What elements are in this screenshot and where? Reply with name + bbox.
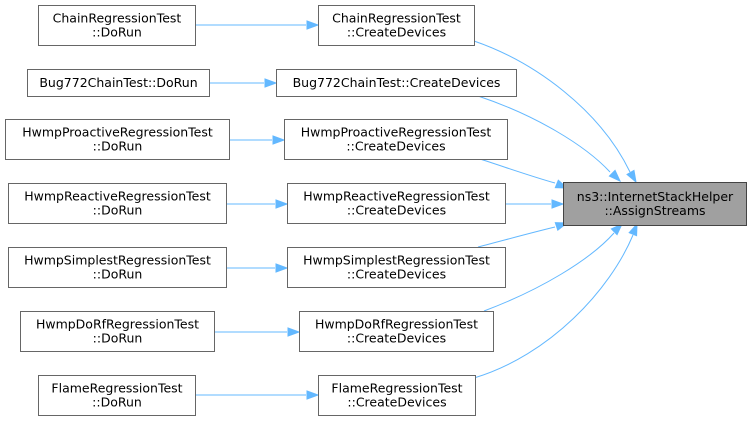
node-label-line: ::CreateDevices (347, 331, 446, 346)
node-label-line: ::CreateDevices (347, 25, 446, 40)
node-label-line: HwmpReactiveRegressionTest (24, 189, 211, 204)
edge-line (473, 234, 634, 379)
edge-chain_cd-to-target (473, 40, 637, 184)
node-label-line: ::CreateDevices (346, 139, 445, 154)
node-proactive_cd[interactable]: HwmpProactiveRegressionTest::CreateDevic… (284, 119, 508, 160)
node-label-line: HwmpSimplestRegressionTest (24, 253, 211, 268)
node-box[interactable] (563, 182, 747, 226)
node-box[interactable] (38, 5, 196, 46)
node-label-line: Bug772ChainTest::DoRun (39, 75, 197, 90)
node-label-line: ::DoRun (93, 267, 143, 282)
node-label-line: HwmpReactiveRegressionTest (303, 189, 490, 204)
node-box[interactable] (318, 375, 476, 416)
node-label-line: ns3::InternetStackHelper (577, 189, 734, 204)
node-box[interactable] (287, 183, 506, 224)
edge-dorf_cd-to-target (483, 222, 624, 312)
node-reactive_cd[interactable]: HwmpReactiveRegressionTest::CreateDevice… (287, 183, 506, 224)
edges-layer (195, 20, 638, 400)
edge-line (479, 158, 556, 184)
arrowhead-icon (306, 390, 320, 400)
node-label-line: ::DoRun (93, 139, 143, 154)
node-label-line: FlameRegressionTest (51, 381, 182, 396)
edge-flame_cd-to-target (473, 222, 638, 379)
node-proactive_run[interactable]: HwmpProactiveRegressionTest::DoRun (5, 119, 230, 160)
arrowhead-icon (608, 169, 622, 183)
node-dorf_run[interactable]: HwmpDoRfRegressionTest::DoRun (20, 311, 215, 352)
node-label-line: ::DoRun (93, 203, 143, 218)
node-label-line: ::DoRun (92, 395, 142, 410)
edge-line (477, 226, 556, 248)
edge-reactive_run-to-reactive_cd (226, 199, 289, 209)
nodes-layer: ns3::InternetStackHelper::AssignStreams C… (5, 5, 747, 416)
node-label-line: FlameRegressionTest (331, 381, 462, 396)
node-simplest_run[interactable]: HwmpSimplestRegressionTest::DoRun (8, 247, 227, 288)
node-label-line: ChainRegressionTest (332, 11, 461, 26)
node-label-line: ChainRegressionTest (53, 11, 182, 26)
node-label-line: HwmpProactiveRegressionTest (22, 125, 213, 140)
node-box[interactable] (38, 375, 196, 416)
arrowhead-icon (626, 169, 637, 184)
node-dorf_cd[interactable]: HwmpDoRfRegressionTest::CreateDevices (299, 311, 494, 352)
edge-line (473, 40, 631, 173)
arrowhead-icon (610, 222, 624, 236)
node-bug772_run[interactable]: Bug772ChainTest::DoRun (27, 69, 210, 97)
node-label-line: ::DoRun (92, 25, 142, 40)
node-target[interactable]: ns3::InternetStackHelper::AssignStreams (563, 182, 747, 226)
arrowhead-icon (628, 222, 638, 237)
edge-line (483, 232, 615, 312)
node-label-line: HwmpProactiveRegressionTest (301, 125, 492, 140)
node-label-line: ::AssignStreams (604, 203, 705, 218)
node-box[interactable] (5, 119, 230, 160)
node-box[interactable] (284, 119, 508, 160)
node-box[interactable] (299, 311, 494, 352)
edge-bug772_run-to-bug772_cd (209, 78, 278, 88)
edge-simplest_cd-to-target (477, 222, 569, 248)
node-chain_run[interactable]: ChainRegressionTest::DoRun (38, 5, 196, 46)
node-box[interactable] (287, 247, 506, 288)
node-label-line: Bug772ChainTest::CreateDevices (293, 75, 501, 90)
node-box[interactable] (276, 69, 517, 97)
node-reactive_run[interactable]: HwmpReactiveRegressionTest::DoRun (8, 183, 227, 224)
edge-dorf_run-to-dorf_cd (214, 327, 301, 337)
arrowhead-icon (287, 327, 301, 337)
node-box[interactable] (8, 183, 227, 224)
arrowhead-icon (275, 263, 289, 273)
node-label-line: ::DoRun (93, 331, 143, 346)
node-flame_run[interactable]: FlameRegressionTest::DoRun (38, 375, 196, 416)
edge-bug772_cd-to-target (477, 95, 622, 183)
node-label-line: HwmpDoRfRegressionTest (36, 317, 199, 332)
node-box[interactable] (20, 311, 215, 352)
node-box[interactable] (27, 69, 210, 97)
node-box[interactable] (8, 247, 227, 288)
arrowhead-icon (272, 135, 286, 145)
node-box[interactable] (318, 5, 475, 46)
node-label-line: ::CreateDevices (347, 203, 446, 218)
node-label-line: HwmpDoRfRegressionTest (315, 317, 478, 332)
arrowhead-icon (551, 199, 565, 209)
edge-line (477, 95, 611, 173)
node-label-line: ::CreateDevices (347, 395, 446, 410)
node-label-line: ::CreateDevices (347, 267, 446, 282)
node-label-line: HwmpSimplestRegressionTest (303, 253, 490, 268)
node-bug772_cd[interactable]: Bug772ChainTest::CreateDevices (276, 69, 517, 97)
arrowhead-icon (264, 78, 278, 88)
edge-proactive_run-to-proactive_cd (229, 135, 286, 145)
edge-chain_run-to-chain_cd (195, 20, 320, 30)
node-chain_cd[interactable]: ChainRegressionTest::CreateDevices (318, 5, 475, 46)
arrowhead-icon (306, 20, 320, 30)
edge-flame_run-to-flame_cd (195, 390, 320, 400)
edge-simplest_run-to-simplest_cd (226, 263, 289, 273)
node-flame_cd[interactable]: FlameRegressionTest::CreateDevices (318, 375, 476, 416)
arrowhead-icon (275, 199, 289, 209)
node-simplest_cd[interactable]: HwmpSimplestRegressionTest::CreateDevice… (287, 247, 506, 288)
edge-reactive_cd-to-target (505, 199, 565, 209)
